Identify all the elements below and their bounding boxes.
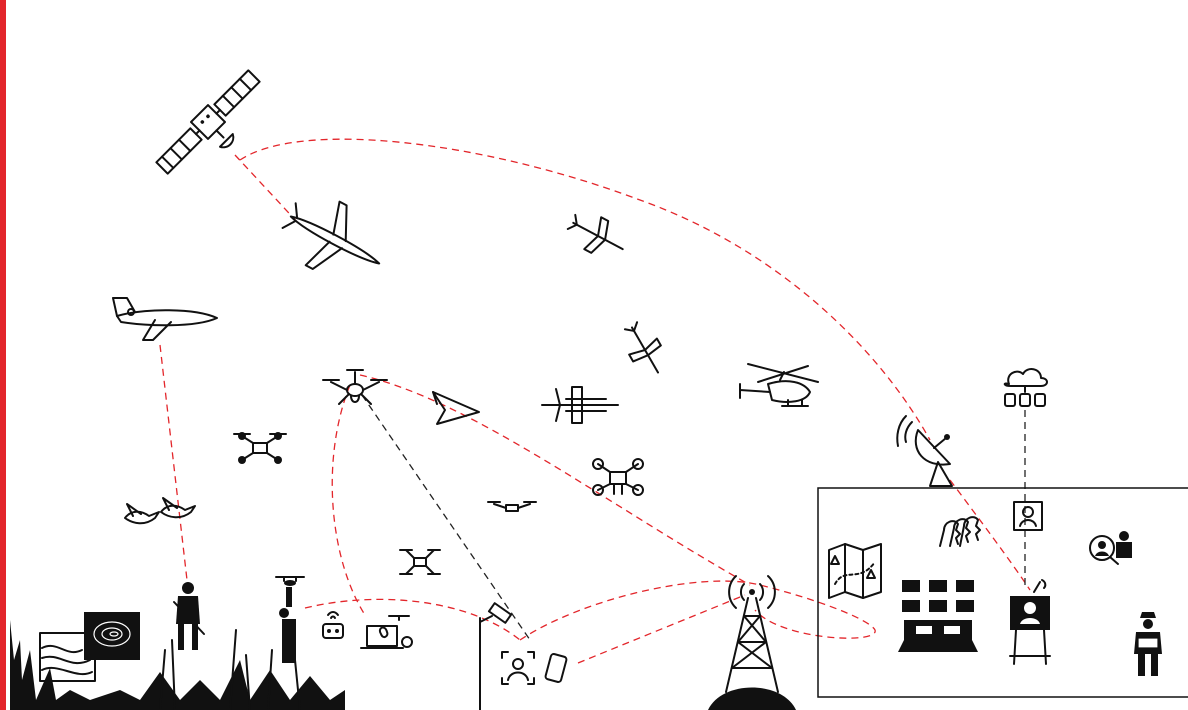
drone-hand-launch-icon [276,577,304,663]
link-jet-to-soldier [160,345,187,580]
cell-tower-icon [708,576,796,710]
laptop-drone-icon [361,616,412,648]
surveillance-camera-icon [480,603,511,710]
operator-terminal-icon [1010,580,1050,664]
soldier-icon [174,582,204,650]
quadcopter-icon [593,459,643,495]
cloud-storage-icon [1005,369,1047,406]
link-satellite-to-dish [240,139,930,440]
satellite-icon [154,68,277,191]
topographic-map-icon [84,612,140,660]
analyst-group-icon [898,580,978,652]
link-hexacopter-to-camera [362,395,530,640]
link-phone-to-tower [578,595,745,663]
link-satellite-to-uav [235,155,300,225]
satellite-dish-icon [897,416,952,486]
small-uav-icon [563,206,631,265]
quadcopter-icon [400,550,440,574]
command-center-panel [818,488,1188,697]
hexacopter-icon [323,370,387,404]
facial-id-icon [1014,502,1042,530]
people-profile-icon [940,517,980,546]
business-jet-icon [113,298,217,340]
link-hexacopter-to-tower [360,375,750,585]
twin-boom-uav-icon [542,387,618,423]
officer-icon [1134,612,1162,676]
face-recognition-icon [502,652,534,684]
vtol-uav-icon [617,318,672,381]
link-ground-loop [305,581,875,640]
controller-icon [323,612,343,638]
tactical-map-icon [829,544,881,598]
left-accent-bar [0,0,6,710]
helicopter-icon [740,364,818,406]
fixed-wing-uav-icon [272,184,396,295]
link-hexacopter-loop [332,385,365,615]
quadcopter-icon [488,502,536,511]
birds-icon [125,498,195,523]
search-person-icon [1090,531,1132,564]
quadcopter-icon [234,432,286,464]
smartphone-icon [545,653,567,682]
